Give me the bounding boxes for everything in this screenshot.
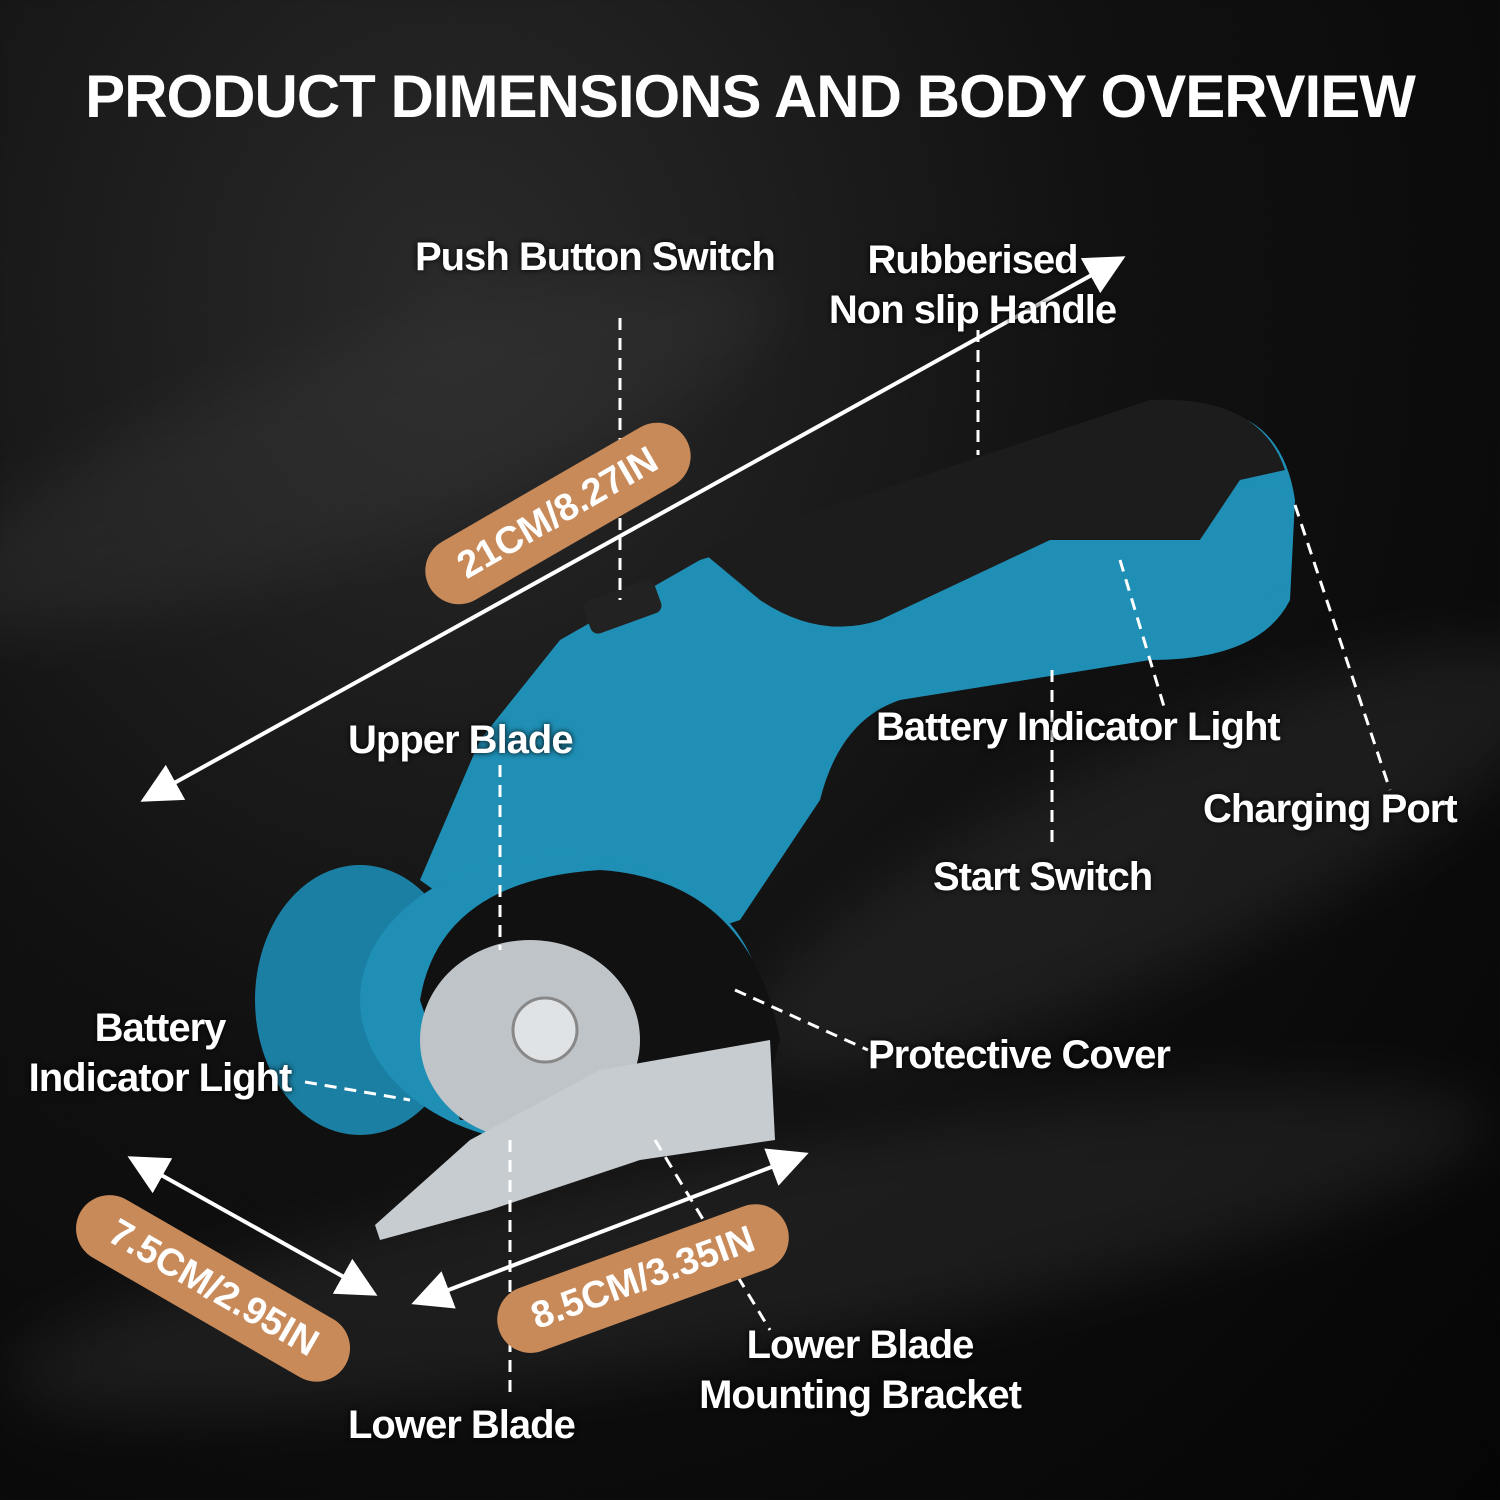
label-start-switch: Start Switch — [933, 855, 1153, 899]
label-handle-line1: Rubberised — [867, 238, 1078, 282]
label-battery-left-line1: Battery — [94, 1006, 227, 1050]
length-arrow — [140, 256, 1126, 802]
cutter-tool — [255, 399, 1295, 1240]
label-upper-blade: Upper Blade — [348, 718, 574, 762]
height-arrow — [127, 1156, 378, 1296]
label-handle: Rubberised Non slip Handle — [800, 235, 1145, 335]
label-protective-cover: Protective Cover — [868, 1033, 1171, 1077]
label-charging-port: Charging Port — [1203, 787, 1458, 831]
label-battery-left-line2: Indicator Light — [28, 1056, 293, 1100]
label-push-button-switch: Push Button Switch — [415, 235, 776, 279]
label-bracket-line2: Mounting Bracket — [699, 1373, 1022, 1417]
page-title: PRODUCT DIMENSIONS AND BODY OVERVIEW — [85, 63, 1416, 130]
label-battery-indicator-light: Battery Indicator Light — [876, 705, 1281, 749]
label-handle-line2: Non slip Handle — [828, 288, 1117, 332]
width-arrow — [411, 1148, 809, 1309]
label-bracket-line1: Lower Blade — [746, 1323, 975, 1367]
label-lower-blade: Lower Blade — [348, 1403, 576, 1447]
label-mounting-bracket: Lower Blade Mounting Bracket — [670, 1320, 1050, 1420]
label-battery-left: Battery Indicator Light — [10, 1003, 310, 1103]
